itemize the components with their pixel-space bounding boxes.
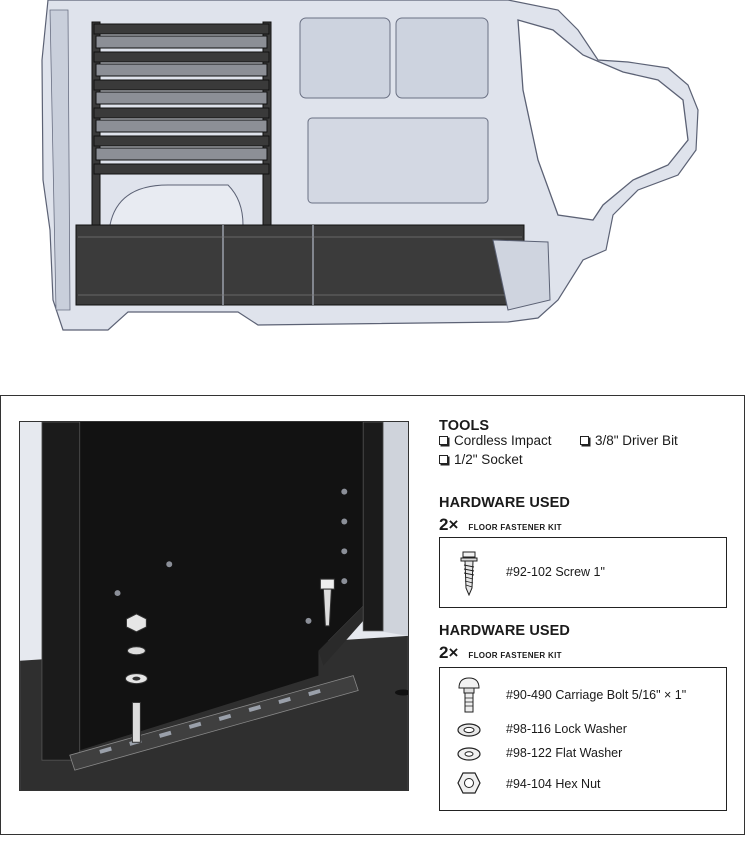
hex-nut-icon: [454, 771, 484, 795]
hardware-item-label: #98-116 Lock Washer: [506, 722, 627, 736]
screw-icon: [454, 550, 484, 596]
shelving-unit: [91, 21, 272, 241]
tool-item: 3/8" Driver Bit: [580, 433, 678, 448]
carriage-bolt-icon: [454, 676, 484, 714]
kit-quantity-line: 2× FLOOR FASTENER KIT: [439, 643, 562, 663]
hardware-heading: HARDWARE USED: [439, 623, 570, 639]
hardware-item-label: #92-102 Screw 1": [506, 565, 605, 579]
hardware-item: #90-490 Carriage Bolt 5/16" × 1": [440, 668, 726, 718]
tool-label: Cordless Impact: [454, 433, 552, 448]
hardware-item-label: #90-490 Carriage Bolt 5/16" × 1": [506, 688, 687, 702]
tool-label: 3/8" Driver Bit: [595, 433, 678, 448]
hardware-item-label: #98-122 Flat Washer: [506, 746, 623, 760]
checkbox-icon: [439, 436, 448, 445]
tools-heading: TOOLS: [439, 418, 490, 434]
hardware-item-label: #94-104 Hex Nut: [506, 777, 601, 791]
kit-quantity-line: 2× FLOOR FASTENER KIT: [439, 515, 562, 535]
shelf-end-panel: [59, 422, 364, 751]
tool-item: Cordless Impact: [439, 433, 552, 448]
kit-quantity: 2×: [439, 643, 459, 662]
fastener-detail-illustration: [19, 421, 409, 791]
kit-quantity: 2×: [439, 515, 459, 534]
hardware-item: #92-102 Screw 1": [440, 538, 726, 607]
checkbox-icon: [439, 455, 448, 464]
hardware-heading: HARDWARE USED: [439, 495, 570, 511]
hardware-item: #98-122 Flat Washer: [440, 742, 726, 766]
exploded-flat-washer: [124, 673, 148, 685]
instruction-panel: TOOLS Cordless Impact 3/8" Driver Bit 1/…: [0, 395, 745, 835]
flat-washer-icon: [454, 747, 484, 761]
floor-panel: [75, 224, 525, 306]
hardware-box: #92-102 Screw 1": [439, 537, 727, 608]
exploded-screw: [319, 578, 335, 627]
exploded-hex-nut: [125, 613, 147, 633]
tool-item: 1/2" Socket: [439, 452, 523, 467]
kit-name: FLOOR FASTENER KIT: [468, 523, 562, 532]
van-interior-illustration: [41, 0, 699, 331]
exploded-lock-washer: [126, 646, 146, 656]
hardware-item: #98-116 Lock Washer: [440, 718, 726, 742]
hardware-box: #90-490 Carriage Bolt 5/16" × 1" #98-116…: [439, 667, 727, 811]
front-window-opening: [517, 19, 689, 221]
lock-washer-icon: [454, 723, 484, 737]
tool-label: 1/2" Socket: [454, 452, 523, 467]
exploded-carriage-bolt: [131, 701, 141, 743]
hardware-item: #94-104 Hex Nut: [440, 766, 726, 800]
checkbox-icon: [580, 436, 589, 445]
kit-name: FLOOR FASTENER KIT: [468, 651, 562, 660]
